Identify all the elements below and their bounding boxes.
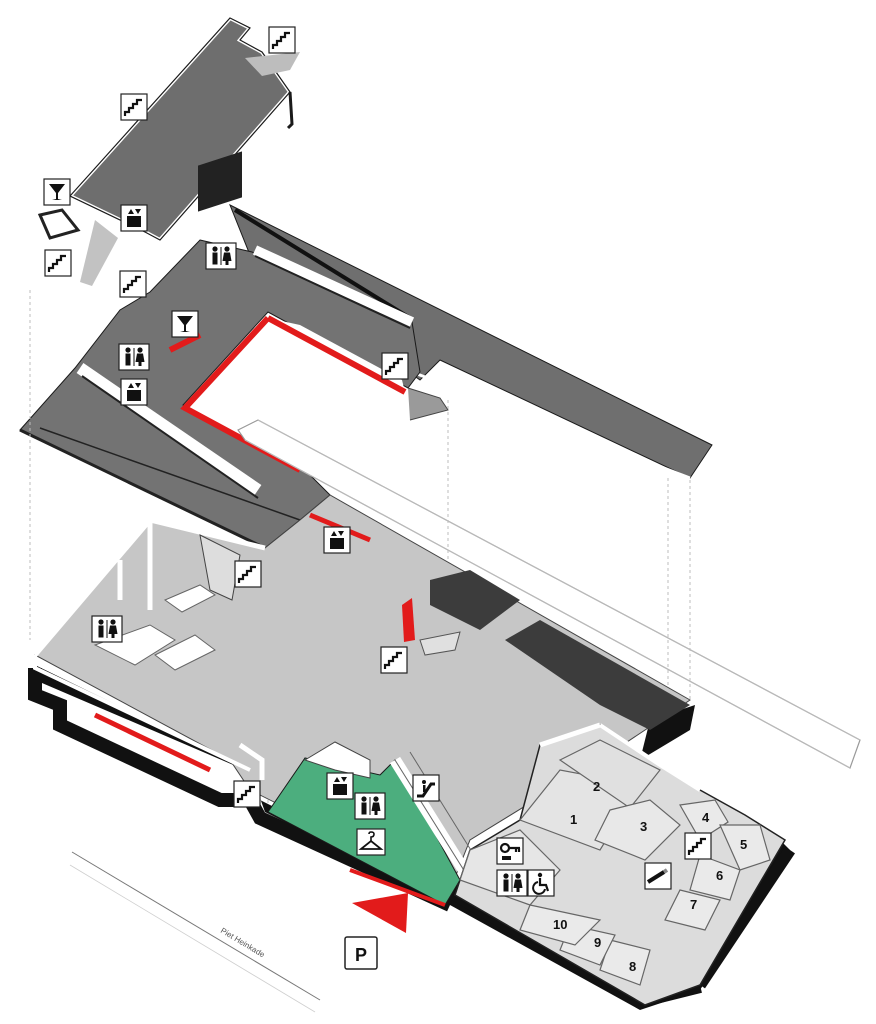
bar-icon [43,178,71,206]
baby-change-icon [354,792,386,820]
mezzanine-floor [19,203,713,550]
elevator-icon [120,378,148,406]
gallery-tube [237,419,861,769]
bar-icon [171,310,199,338]
stairs-icon [119,92,149,122]
room-number-5: 5 [740,837,747,852]
restroom-icon [496,869,528,897]
elevator-icon [326,772,354,800]
room-number-10: 10 [553,917,567,932]
entrance-arrow-icon [352,893,408,933]
room-number-9: 9 [594,935,601,950]
parking-label: P [355,945,367,965]
restroom-icon [205,242,237,270]
smoking-icon [643,861,673,891]
room-number-6: 6 [716,868,723,883]
room-number-8: 8 [629,959,636,974]
room-number-3: 3 [640,819,647,834]
parking-icon: P [344,936,378,970]
cloakroom-icon [356,828,386,856]
room-number-2: 2 [593,779,600,794]
stairs-icon [118,269,148,299]
room-number-4: 4 [702,810,710,825]
room-number-7: 7 [690,897,697,912]
stairs-icon [683,831,713,861]
restroom-icon [118,343,150,371]
stairs-icon [43,248,73,278]
room-wing [454,722,787,1006]
stairs-icon [379,645,409,675]
street-name: Piet Heinkade [219,926,267,960]
stairs-icon [267,25,297,55]
stairs-icon [233,559,263,589]
stairs-icon [380,351,410,381]
restroom-icon [91,615,123,643]
street: Piet Heinkade [69,851,321,1013]
room-number-1: 1 [570,812,577,827]
elevator-icon [120,204,148,232]
stairs-icon [232,779,262,809]
key-icon [495,836,525,866]
escalator-icon [411,773,441,803]
elevator-icon [323,526,351,554]
room-labels: 1 2 3 4 5 6 7 8 9 10 [553,779,747,974]
top-floor [37,15,300,286]
wheelchair-icon [526,868,556,898]
